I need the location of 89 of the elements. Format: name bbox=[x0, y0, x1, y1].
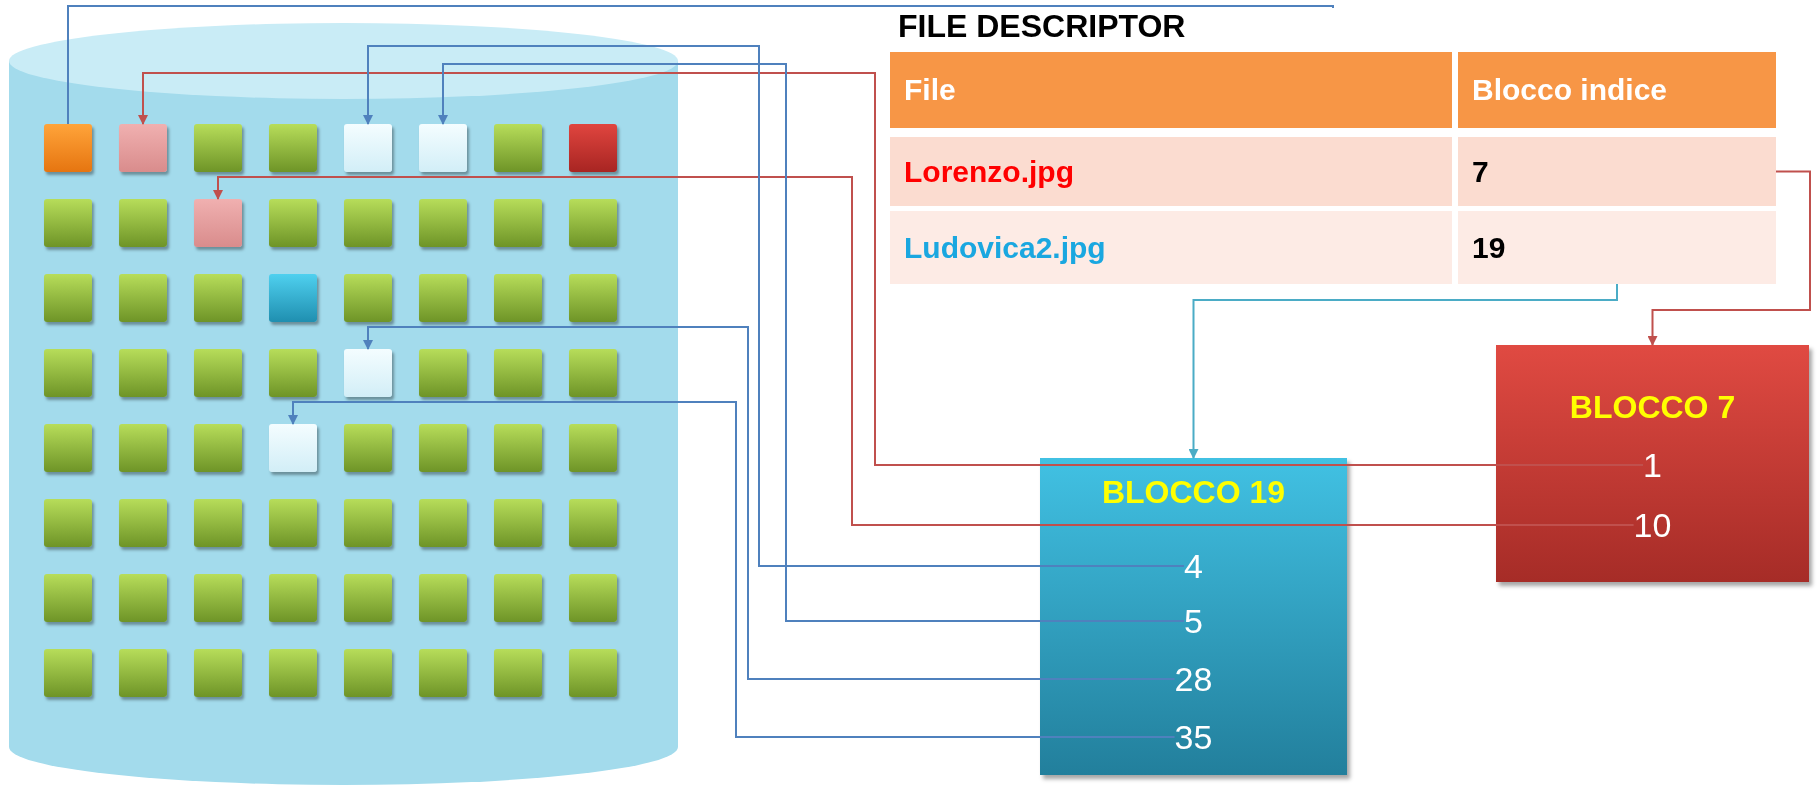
connector-arrow bbox=[363, 326, 1176, 680]
disk-block bbox=[194, 649, 242, 697]
disk-block bbox=[419, 124, 467, 172]
disk-block bbox=[569, 199, 617, 247]
disk-block bbox=[269, 499, 317, 547]
index-block-box bbox=[1496, 345, 1809, 582]
index-entry: 28 bbox=[1174, 659, 1213, 699]
disk-block bbox=[194, 349, 242, 397]
disk-block bbox=[119, 349, 167, 397]
disk-block bbox=[569, 349, 617, 397]
disk-block bbox=[269, 199, 317, 247]
disk-block bbox=[344, 349, 392, 397]
disk-block bbox=[194, 124, 242, 172]
disk-block bbox=[494, 424, 542, 472]
index-entry: 4 bbox=[1184, 546, 1203, 586]
disk-block bbox=[194, 274, 242, 322]
disk-block bbox=[494, 124, 542, 172]
disk-block bbox=[269, 124, 317, 172]
disk-block bbox=[119, 649, 167, 697]
disk-block bbox=[344, 124, 392, 172]
disk-block bbox=[44, 199, 92, 247]
disk-block bbox=[419, 274, 467, 322]
disk-block bbox=[44, 649, 92, 697]
table-header-cell: Blocco indice bbox=[1458, 52, 1776, 128]
disk-block bbox=[494, 574, 542, 622]
disk-block bbox=[119, 199, 167, 247]
disk-block bbox=[119, 574, 167, 622]
disk-block bbox=[44, 424, 92, 472]
disk-block bbox=[419, 424, 467, 472]
disk-block bbox=[344, 649, 392, 697]
disk-block bbox=[419, 649, 467, 697]
box-title: BLOCCO 7 bbox=[1568, 389, 1737, 426]
disk-block bbox=[569, 499, 617, 547]
disk-block bbox=[269, 349, 317, 397]
disk-block bbox=[119, 424, 167, 472]
disk-block bbox=[569, 424, 617, 472]
disk-block bbox=[194, 199, 242, 247]
disk-block bbox=[194, 499, 242, 547]
connector-arrow bbox=[138, 72, 1644, 466]
disk-block bbox=[569, 574, 617, 622]
table-cell: Lorenzo.jpg bbox=[890, 137, 1452, 206]
table-title: FILE DESCRIPTOR bbox=[898, 8, 1186, 44]
disk-block bbox=[494, 649, 542, 697]
disk-block bbox=[194, 574, 242, 622]
disk-block bbox=[269, 424, 317, 472]
disk-block bbox=[194, 424, 242, 472]
disk-block bbox=[494, 499, 542, 547]
disk-block bbox=[494, 199, 542, 247]
disk-block bbox=[344, 499, 392, 547]
disk-block bbox=[269, 274, 317, 322]
disk-block bbox=[419, 574, 467, 622]
disk-block bbox=[119, 124, 167, 172]
disk-block bbox=[344, 274, 392, 322]
disk-block bbox=[44, 124, 92, 172]
table-cell: 19 bbox=[1458, 211, 1776, 284]
connector-arrow bbox=[1188, 283, 1618, 459]
index-entry: 10 bbox=[1633, 505, 1672, 545]
disk-block bbox=[569, 649, 617, 697]
disk-block bbox=[569, 274, 617, 322]
disk-block bbox=[344, 199, 392, 247]
disk-block bbox=[44, 574, 92, 622]
index-entry: 35 bbox=[1174, 717, 1213, 757]
connector-arrow bbox=[288, 401, 1176, 738]
disk-block bbox=[344, 574, 392, 622]
disk-block bbox=[119, 274, 167, 322]
disk-block bbox=[494, 274, 542, 322]
box-title: BLOCCO 19 bbox=[1100, 474, 1287, 511]
disk-block bbox=[269, 649, 317, 697]
disk-block bbox=[344, 424, 392, 472]
connector-arrow bbox=[438, 63, 1185, 622]
connector-arrow bbox=[213, 176, 1635, 526]
index-entry: 5 bbox=[1184, 601, 1203, 641]
disk-block bbox=[44, 349, 92, 397]
disk-block bbox=[44, 499, 92, 547]
disk-block bbox=[419, 349, 467, 397]
disk-block bbox=[494, 349, 542, 397]
disk-block bbox=[419, 199, 467, 247]
connector-arrow bbox=[363, 45, 1185, 567]
table-cell: 7 bbox=[1458, 137, 1776, 206]
disk-block bbox=[44, 274, 92, 322]
disk-block bbox=[569, 124, 617, 172]
disk-block bbox=[269, 574, 317, 622]
index-entry: 1 bbox=[1643, 445, 1662, 485]
table-header-cell: File bbox=[890, 52, 1452, 128]
index-block-box bbox=[1040, 458, 1347, 775]
disk-block bbox=[419, 499, 467, 547]
table-cell: Ludovica2.jpg bbox=[890, 211, 1452, 284]
connector-arrow bbox=[1647, 170, 1811, 346]
disk-block bbox=[119, 499, 167, 547]
